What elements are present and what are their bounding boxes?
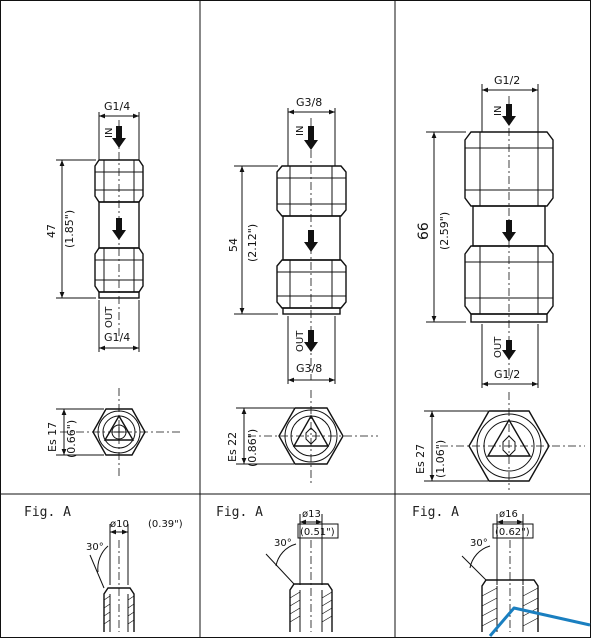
fig-label: Fig. A bbox=[412, 505, 459, 520]
chamfer-angle: 30° bbox=[470, 538, 488, 549]
in-label: IN bbox=[493, 106, 504, 116]
length-mm: 66 bbox=[416, 222, 432, 240]
bottom-thread-label: G3/8 bbox=[296, 362, 322, 375]
length-mm: 54 bbox=[227, 238, 240, 252]
fig-label: Fig. A bbox=[24, 505, 71, 520]
top-thread-label: G1/4 bbox=[104, 100, 130, 113]
length-mm: 47 bbox=[45, 224, 58, 238]
chamfer-angle: 30° bbox=[86, 542, 104, 553]
column-g14: G1/4 IN OUT 47 (1.85") bbox=[24, 100, 183, 632]
length-in: (1.85") bbox=[63, 210, 76, 248]
top-thread-label: G3/8 bbox=[296, 96, 322, 109]
bore-diameter-in: (0.51") bbox=[300, 527, 335, 538]
out-label: OUT bbox=[104, 306, 115, 328]
bore-diameter: ø16 bbox=[499, 509, 518, 520]
column-g12: G1/2 IN OUT 66 (2.59") bbox=[412, 74, 585, 632]
in-label: IN bbox=[295, 126, 306, 136]
hex-size: Es 27 bbox=[414, 444, 427, 474]
bore-diameter: ø13 bbox=[302, 509, 321, 520]
hex-size-in: (0.86") bbox=[246, 429, 259, 467]
column-g38: G3/8 IN OUT 54 (2.12") bbox=[216, 96, 378, 632]
valve-side-view-g12: G1/2 IN OUT 66 (2.59") bbox=[416, 74, 554, 388]
annotation-stroke bbox=[488, 606, 591, 637]
valve-side-view-g14: G1/4 IN OUT 47 (1.85") bbox=[45, 100, 144, 352]
fig-label: Fig. A bbox=[216, 505, 263, 520]
out-label: OUT bbox=[295, 330, 306, 352]
bore-diameter-in: (0.62") bbox=[495, 527, 530, 538]
bore-diameter: ø10 bbox=[110, 519, 129, 530]
chamfer-angle: 30° bbox=[274, 538, 292, 549]
bottom-thread-label: G1/4 bbox=[104, 331, 130, 344]
hex-size-in: (1.06") bbox=[434, 440, 447, 478]
hex-size: Es 17 bbox=[46, 422, 59, 452]
out-label: OUT bbox=[493, 336, 504, 358]
fig-a-detail-g14: Fig. A ø10 (0.39") 30° bbox=[24, 505, 183, 632]
length-in: (2.59") bbox=[438, 212, 451, 250]
top-thread-label: G1/2 bbox=[494, 74, 520, 87]
valve-end-view-g14: Es 17 (0.66") bbox=[46, 388, 180, 478]
valve-side-view-g38: G3/8 IN OUT 54 (2.12") bbox=[227, 96, 347, 384]
in-label: IN bbox=[104, 128, 115, 138]
hex-size-in: (0.66") bbox=[65, 420, 78, 458]
bottom-thread-label: G1/2 bbox=[494, 368, 520, 381]
bore-diameter-in: (0.39") bbox=[148, 519, 183, 530]
length-in: (2.12") bbox=[246, 224, 259, 262]
valve-end-view-g12: Es 27 (1.06") bbox=[414, 392, 585, 490]
hex-size: Es 22 bbox=[226, 432, 239, 462]
fig-a-detail-g12: Fig. A ø16 (0.62") 30° bbox=[412, 505, 539, 632]
valve-end-view-g38: Es 22 (0.86") bbox=[226, 390, 378, 484]
fig-a-detail-g38: Fig. A ø13 (0.51") 30° bbox=[216, 505, 339, 632]
